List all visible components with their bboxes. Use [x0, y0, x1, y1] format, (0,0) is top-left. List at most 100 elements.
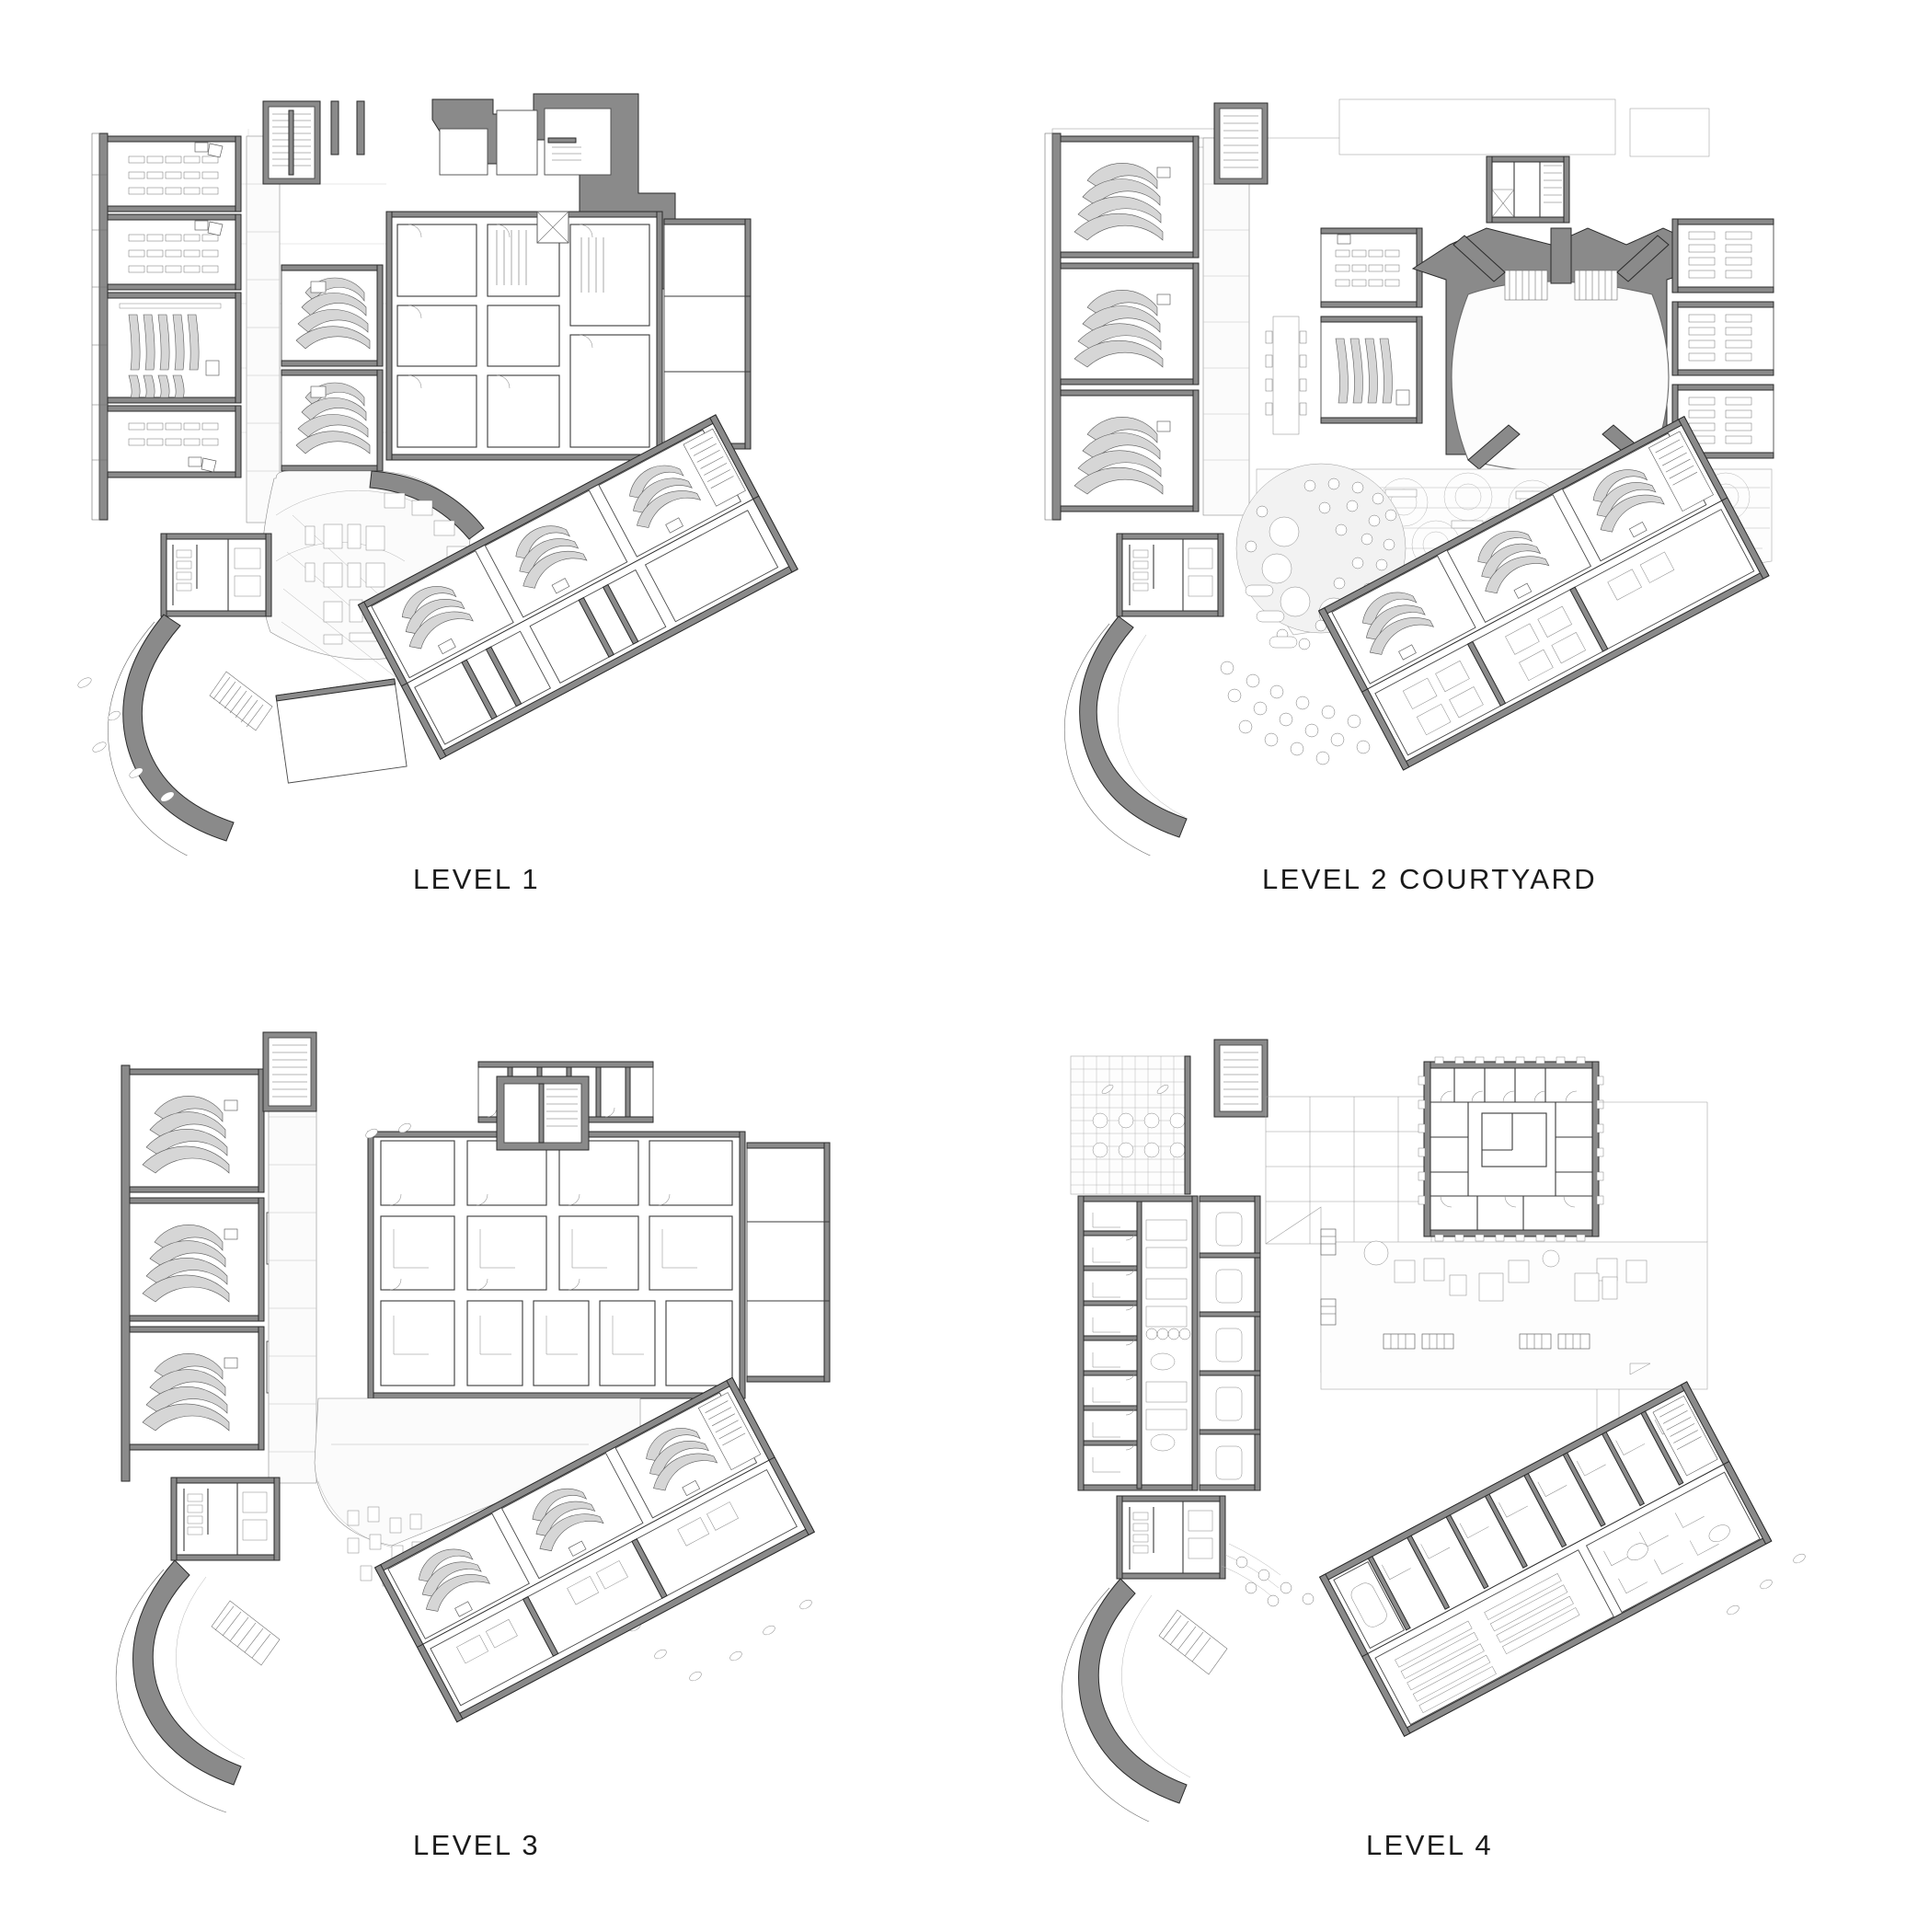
wing-auditorium-2 — [1446, 494, 1592, 624]
office-partitions-top — [1367, 1410, 1684, 1631]
auditorium-w2 — [129, 1197, 265, 1322]
fixtures — [176, 547, 261, 597]
plan-panel-level-2[interactable]: LEVEL 2 COURTYARD — [953, 0, 1906, 966]
classroom-a — [107, 135, 242, 213]
office-rooms-lower — [380, 1300, 733, 1386]
plan-caption-level-1: LEVEL 1 — [412, 863, 540, 895]
desk-rows — [128, 155, 219, 195]
classroom-b — [107, 213, 242, 291]
landscape-elements — [77, 677, 175, 802]
lift-shaft — [536, 211, 569, 244]
north-stair-core — [1213, 102, 1269, 185]
north-core — [1486, 155, 1570, 224]
auditorium-w3 — [129, 1326, 265, 1451]
balcony-stair — [211, 1600, 281, 1666]
level-3-drawing — [115, 1031, 831, 1813]
level-4-drawing — [1061, 1039, 1806, 1822]
plaza-stair — [209, 671, 273, 731]
wing-end-stair — [1648, 431, 1714, 512]
wing-end-stair — [1652, 1395, 1718, 1477]
plan-panel-level-3[interactable]: LEVEL 3 — [0, 966, 953, 1932]
office-rooms-upper — [380, 1140, 733, 1206]
wing-auditorium-1 — [371, 550, 514, 679]
roof-plant-area — [1320, 1101, 1708, 1454]
curved-balcony-edge — [115, 1559, 281, 1813]
wing-auditorium-2 — [500, 1452, 644, 1580]
tiered-lecture-room — [107, 292, 242, 404]
plan-caption-level-2: LEVEL 2 COURTYARD — [1261, 863, 1598, 895]
terrace-tables — [1092, 1112, 1186, 1158]
shared-tables — [1145, 1219, 1191, 1452]
west-auditoria-wing — [121, 1064, 310, 1482]
breakout-tables — [456, 1501, 739, 1664]
office-desks — [1092, 1213, 1120, 1473]
tiered-benches — [128, 314, 200, 398]
courtyard-west-tiered — [1320, 316, 1423, 424]
outdoor-cafe-tables — [1220, 661, 1371, 765]
angled-auditorium-wing — [1317, 416, 1770, 771]
plan-panel-level-1[interactable]: LEVEL 1 — [0, 0, 953, 966]
east-annex — [663, 218, 752, 450]
boardroom — [1333, 1561, 1406, 1650]
wing-auditorium-2 — [484, 489, 628, 618]
auditorium-w1 — [129, 1068, 265, 1193]
east-classroom-2 — [1671, 301, 1774, 376]
workstation-cluster — [1585, 1471, 1761, 1614]
inner-core — [1481, 1112, 1547, 1167]
wing-end-stair — [697, 1392, 762, 1471]
service-core — [1116, 1495, 1226, 1580]
plaza-benches — [1245, 584, 1298, 649]
level-2-drawing — [1044, 98, 1774, 856]
north-core-block — [431, 93, 676, 290]
balcony-tables — [1235, 1556, 1315, 1607]
angled-auditorium-wing — [373, 1376, 815, 1723]
office-rooms-middle — [380, 1215, 733, 1291]
auditorium-w2 — [1060, 262, 1200, 385]
display-cases — [304, 523, 389, 645]
courtyard-stairs — [1504, 270, 1618, 301]
meeting-room-bank — [1199, 1195, 1261, 1491]
north-fin-walls — [330, 100, 365, 155]
level-1-drawing — [77, 93, 798, 856]
west-office-wing — [1077, 1195, 1199, 1491]
restroom-block — [170, 1477, 281, 1561]
oval-courtyard-void — [1411, 227, 1701, 473]
curved-plaza-edge — [1063, 584, 1371, 856]
auditorium-1 — [281, 264, 384, 367]
central-core-block — [385, 211, 663, 461]
angled-auditorium-wing — [357, 414, 798, 760]
north-stair-core — [1213, 1039, 1269, 1118]
stair-run — [496, 230, 527, 285]
west-corridor — [268, 1068, 317, 1484]
classroom-c — [107, 405, 242, 478]
curved-balcony-edge — [1061, 1543, 1315, 1822]
plan-caption-level-4: LEVEL 4 — [1365, 1829, 1493, 1861]
restroom-block — [160, 533, 272, 617]
east-classroom-1 — [1671, 218, 1774, 293]
auditorium-w1 — [1060, 135, 1200, 259]
east-annex — [746, 1142, 831, 1383]
west-auditoria-wing — [1044, 132, 1200, 521]
north-stair-core — [262, 100, 321, 185]
west-corridor — [1202, 137, 1250, 516]
boardroom-tables — [1215, 1212, 1243, 1480]
library-reading-room — [1374, 1549, 1614, 1726]
roof-terrace — [1070, 1055, 1191, 1195]
long-table — [1265, 316, 1307, 435]
north-stair-core — [262, 1031, 317, 1112]
west-corridor — [246, 135, 281, 523]
plant-louvres — [1320, 1228, 1590, 1350]
reading-desks — [1395, 1573, 1580, 1714]
curved-plaza-facade — [108, 614, 273, 856]
wing-auditorium-1 — [387, 1512, 530, 1639]
central-office-cluster — [367, 1075, 746, 1399]
window-ticks — [1418, 1056, 1604, 1242]
study-tables — [1402, 551, 1675, 736]
central-office-block — [1418, 1056, 1604, 1242]
plan-caption-level-3: LEVEL 3 — [412, 1829, 540, 1861]
plan-panel-level-4[interactable]: LEVEL 4 — [953, 966, 1906, 1932]
office-partitions — [1083, 1201, 1142, 1489]
restroom-block — [1116, 533, 1224, 617]
